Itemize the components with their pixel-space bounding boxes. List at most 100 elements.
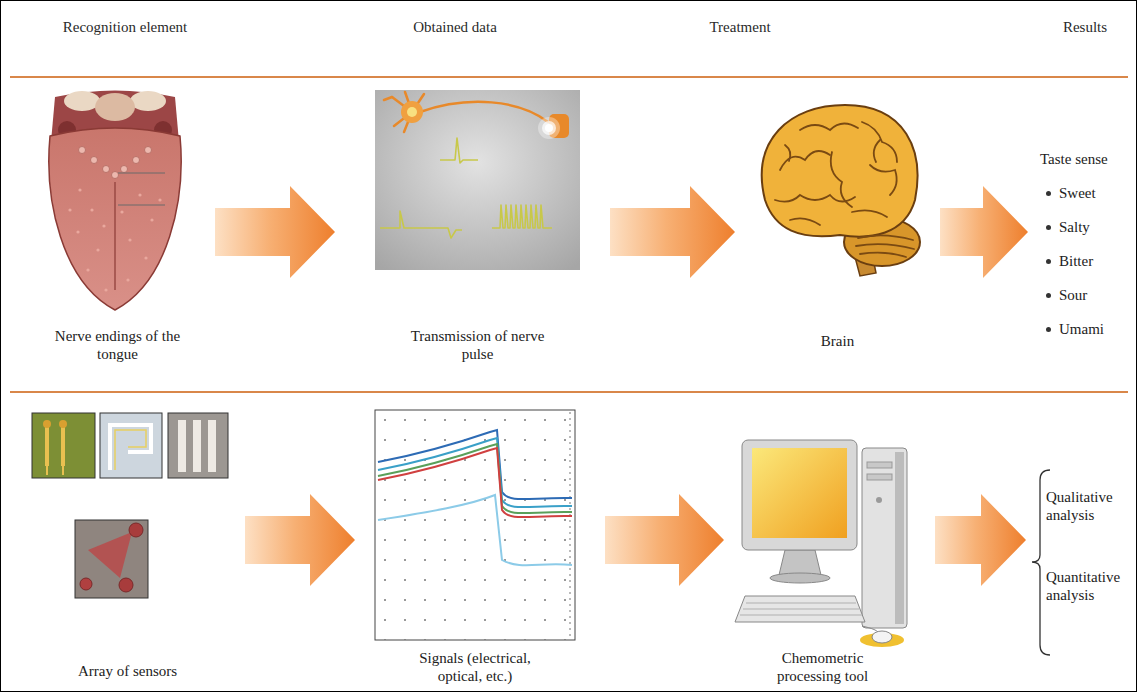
signal-chart: [375, 410, 575, 640]
signal-chart: [378, 438, 572, 507]
computer-illustration: [895, 452, 904, 624]
bullet-dot: [1046, 259, 1051, 264]
sensor-chip: [75, 520, 148, 598]
sensor-chip: [129, 523, 143, 537]
brain-illustration: [790, 218, 820, 225]
tongue-illustration: [128, 238, 131, 241]
separator-line: [10, 391, 1128, 393]
nerve-pulse-illustration: [380, 138, 552, 238]
nerve-pulse-illustration: [492, 205, 552, 228]
sensor-chip: [80, 578, 92, 590]
leader-line: [118, 173, 165, 174]
list-item: Salty: [1059, 219, 1090, 235]
list-item: Sour: [1059, 287, 1087, 303]
column-header: Results: [1063, 18, 1107, 36]
brain-illustration: [775, 122, 914, 257]
block-arrow: [940, 186, 1028, 278]
tongue-illustration: [64, 91, 100, 111]
block-arrow: [605, 494, 724, 586]
bullet-dot: [1046, 293, 1051, 298]
brain-illustration: [852, 210, 887, 217]
tongue-illustration: [114, 182, 116, 290]
tongue-illustration: [150, 218, 153, 221]
tongue-illustration: [78, 188, 81, 191]
nerve-pulse-illustration: [542, 121, 556, 135]
signal-chart: [378, 430, 572, 565]
tongue-illustration: [126, 278, 129, 281]
tongue-illustration: [79, 147, 152, 179]
nerve-pulse-illustration: [375, 90, 580, 270]
sensor-chip: [193, 420, 201, 472]
list-item: Umami: [1059, 321, 1104, 337]
sensor-chip: [115, 430, 146, 470]
list-item-row: Salty: [1040, 218, 1130, 236]
brain-illustration: [780, 151, 830, 170]
brain-panel: Brain: [750, 88, 925, 350]
tongue-illustration: [144, 256, 147, 259]
tongue-illustration: [68, 208, 71, 211]
analysis-results: Qualitative analysisQuantitative analysi…: [1046, 488, 1130, 618]
separator-line: [10, 76, 1128, 78]
sensor-chip: [178, 420, 186, 472]
tongue-illustration: [79, 147, 86, 154]
brain-illustration: [862, 122, 897, 162]
caption-text: Nerve endings of the tongue: [43, 327, 193, 363]
tongue-illustration: [90, 208, 93, 211]
computer-illustration: [867, 462, 892, 468]
list-heading-row: Taste sense: [1040, 150, 1130, 168]
brain-illustration: [762, 105, 918, 237]
tongue-illustration: [145, 147, 152, 154]
nerve-pulse-illustration: [384, 92, 548, 132]
sensor-chip: [45, 424, 49, 466]
tongue-illustration: [68, 188, 161, 291]
nerve-pulse-illustration: [407, 107, 417, 117]
leader-line: [118, 173, 165, 205]
brain-illustration: [762, 105, 920, 276]
separator-line: [10, 77, 1128, 392]
list-item-row: Sour: [1040, 286, 1130, 304]
list-heading: Taste sense: [1040, 151, 1108, 167]
tongue-illustration: [158, 198, 161, 201]
sensor-chip: [100, 413, 162, 478]
tongue-illustration: [91, 157, 98, 164]
tongue-illustration: [138, 193, 141, 196]
column-header: Obtained data: [413, 18, 497, 36]
column-header: Recognition element: [63, 18, 188, 36]
caption-text: Array of sensors: [78, 662, 177, 680]
list-item: Bitter: [1059, 253, 1093, 269]
sensor-chip: [208, 420, 216, 472]
signal-chart: [378, 448, 572, 517]
tongue-panel: Nerve endings of the tongue: [30, 88, 205, 363]
computer-illustration: [742, 440, 857, 550]
tongue-illustration: [120, 210, 123, 213]
sensor-chip: [32, 413, 95, 478]
block-arrow: [245, 494, 355, 586]
leader-line: [118, 205, 165, 206]
bullet-dot: [1046, 327, 1051, 332]
list-item-row: Bitter: [1040, 252, 1130, 270]
tongue-illustration: [133, 157, 140, 164]
sensor-chip: [110, 425, 151, 470]
computer-illustration: [743, 609, 859, 610]
tongue-illustration: [96, 248, 99, 251]
tongue-illustration: [121, 166, 128, 173]
sensor-chip: [88, 532, 132, 578]
column-header: Treatment: [709, 18, 770, 36]
computer-illustration: [740, 615, 862, 616]
tongue-illustration: [86, 268, 89, 271]
computer-illustration: [746, 603, 856, 604]
tongue-illustration: [112, 172, 119, 179]
computer-illustration: [770, 573, 830, 583]
tongue-illustration: [104, 288, 107, 291]
block-arrow: [610, 186, 735, 278]
signal-chart: [378, 495, 572, 565]
computer-illustration: [735, 440, 907, 647]
tongue-illustration: [49, 128, 181, 310]
caption-text: Chemometric processing tool: [767, 649, 879, 685]
sensor-chip: [75, 520, 148, 598]
nerve-pulse-illustration: [384, 97, 392, 100]
computer-illustration: [752, 448, 847, 538]
block-arrow: [215, 186, 335, 278]
